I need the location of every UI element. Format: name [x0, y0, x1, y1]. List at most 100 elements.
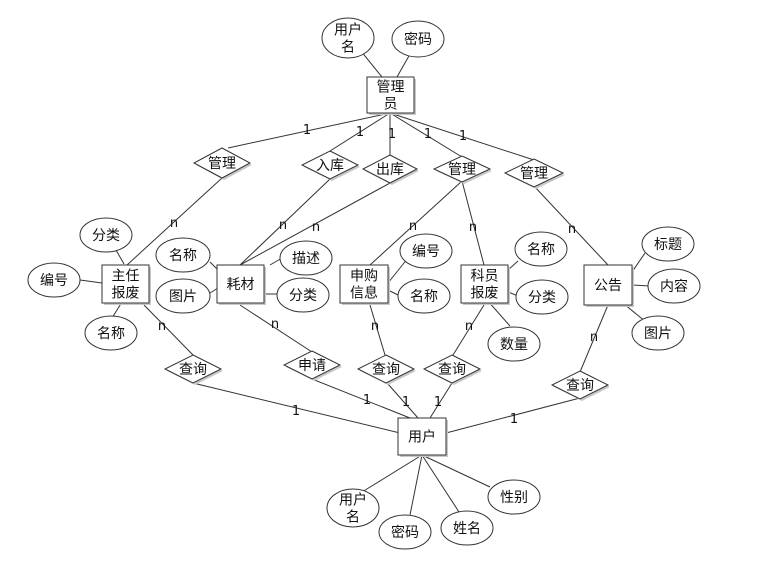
relationship-query1: 查询	[163, 354, 223, 385]
edge-cons-apply	[239, 304, 313, 353]
attribute-cons-desc: 描述	[279, 240, 333, 276]
entity-label: 耗材	[227, 277, 255, 293]
attribute-label: 性别	[500, 490, 528, 506]
relationship-query3: 查询	[422, 354, 482, 385]
entity-consumable[interactable]: 耗材	[216, 264, 266, 305]
attribute-label: 数量	[500, 337, 528, 353]
entity-admin[interactable]: 管理员	[366, 76, 416, 115]
relationship-apply: 申请	[282, 350, 342, 381]
attribute-purch-name: 名称	[397, 278, 451, 314]
edge-head-code	[79, 279, 103, 284]
cardinality-label: 1	[434, 395, 442, 410]
relationship-label: 管理	[520, 166, 548, 182]
attribute-label: 名称	[410, 289, 438, 305]
entity-label: 管理员	[377, 80, 405, 113]
attribute-label: 名称	[527, 242, 555, 258]
attribute-label: 姓名	[453, 521, 481, 537]
attribute-label: 分类	[528, 290, 556, 306]
attribute-notice-image: 图片	[631, 315, 685, 351]
attribute-label: 用户名	[334, 22, 362, 56]
attribute-staff-name: 名称	[514, 231, 568, 267]
cardinality-label: n	[409, 219, 417, 234]
relationship-manage2: 管理	[432, 155, 492, 184]
cardinality-label: 1	[303, 123, 311, 138]
edge-admin-manage2	[389, 112, 463, 158]
relationship-label: 查询	[438, 362, 466, 378]
relationship-label: 入库	[316, 158, 344, 174]
attribute-user-password: 密码	[378, 514, 432, 550]
relationship-label: 查询	[566, 378, 594, 394]
entity-user[interactable]: 用户	[397, 417, 448, 457]
attribute-label: 密码	[404, 31, 432, 48]
entity-label: 主任报废	[112, 269, 140, 302]
entity-purchase-info[interactable]: 申购信息	[339, 264, 390, 305]
attribute-head-name: 名称	[84, 315, 138, 351]
relationship-label: 管理	[448, 162, 476, 178]
entity-staff-report[interactable]: 科员报废	[460, 264, 510, 305]
attribute-head-code: 编号	[27, 262, 81, 298]
cardinality-label: n	[158, 319, 166, 334]
edge-notice-content	[631, 284, 651, 287]
attribute-label: 分类	[92, 228, 120, 244]
attribute-notice-content: 内容	[647, 268, 701, 304]
relationship-stock-in: 入库	[300, 150, 360, 181]
edge-user-username	[361, 454, 423, 493]
attribute-notice-title: 标题	[641, 226, 695, 262]
entity-head-report[interactable]: 主任报废	[101, 264, 151, 305]
cardinality-label: 1	[424, 127, 432, 142]
edge-manage1-head	[126, 177, 223, 266]
cardinality-label: 1	[402, 395, 410, 410]
edge-user-name	[421, 454, 460, 513]
attribute-label: 编号	[40, 273, 68, 289]
cardinality-label: n	[469, 220, 477, 235]
relationship-query2: 查询	[356, 354, 416, 385]
entity-label: 用户	[408, 429, 436, 446]
edge-purch-query2	[369, 304, 386, 356]
attribute-head-category: 分类	[79, 217, 133, 253]
relationship-label: 出库	[376, 162, 404, 178]
edge-query1-user	[192, 382, 401, 434]
relationship-manage1: 管理	[192, 147, 252, 180]
attribute-label: 描述	[292, 251, 320, 267]
entity-notice[interactable]: 公告	[583, 264, 634, 307]
edge-stockout-consumable	[239, 182, 391, 266]
cardinality-label: n	[568, 222, 576, 237]
relationship-manage3: 管理	[503, 158, 565, 189]
relationship-label: 申请	[298, 358, 326, 374]
edge-purch-code	[387, 257, 409, 284]
entity-label: 公告	[594, 278, 622, 294]
entity-label: 申购信息	[350, 269, 378, 302]
attribute-label: 密码	[391, 524, 419, 541]
cardinality-label: 1	[292, 404, 300, 419]
relationship-label: 查询	[179, 362, 207, 378]
cardinality-label: 1	[363, 393, 371, 408]
attribute-user-username: 用户名	[326, 488, 380, 528]
edge-head-query1	[143, 304, 194, 356]
cardinality-label: 1	[459, 129, 467, 144]
edge-manage2-purchase	[369, 180, 463, 266]
edge-user-gender	[421, 454, 491, 488]
attribute-cons-image: 图片	[155, 278, 211, 314]
relationship-stock-out: 出库	[361, 154, 419, 185]
attribute-label: 图片	[169, 289, 197, 305]
attribute-label: 内容	[660, 278, 688, 295]
cardinality-label: n	[271, 317, 279, 332]
edge-admin-stockin	[329, 112, 391, 152]
attribute-staff-qty: 数量	[487, 326, 541, 362]
edge-query3-user	[429, 382, 453, 419]
relationship-label: 管理	[208, 156, 236, 172]
cardinality-label: 1	[356, 125, 364, 140]
attribute-label: 编号	[412, 244, 440, 260]
cardinality-label: n	[590, 330, 598, 345]
edge-apply-user	[311, 378, 411, 419]
edge-admin-manage3	[389, 112, 535, 161]
entity-label: 科员报废	[471, 269, 499, 302]
attribute-admin-username: 用户名	[321, 17, 375, 59]
attribute-label: 名称	[97, 326, 125, 342]
attribute-admin-password: 密码	[391, 20, 445, 58]
edge-query4-user	[445, 397, 581, 434]
cardinality-label: n	[371, 319, 379, 334]
edge-staff-query3	[452, 304, 485, 356]
